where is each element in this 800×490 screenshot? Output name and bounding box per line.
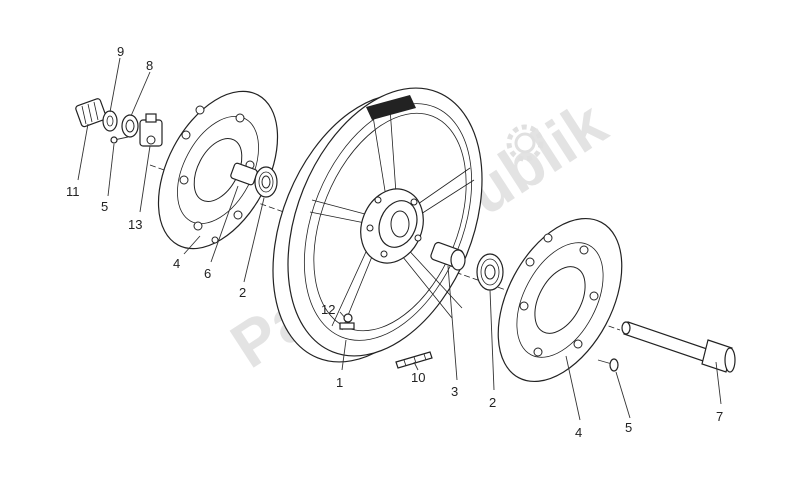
callout-labels: 9 8 11 5 13 4 6 2 12 1 10 3 2 4 5 7	[66, 44, 723, 440]
callout-5-left: 5	[101, 199, 108, 214]
callout-8: 8	[146, 58, 153, 73]
callout-4-left: 4	[173, 256, 180, 271]
screw-5-right	[597, 358, 619, 372]
callout-1: 1	[336, 375, 343, 390]
valve-12	[339, 311, 355, 330]
spacer-3	[430, 241, 466, 271]
sensor-13	[139, 113, 163, 147]
axle-7	[621, 321, 736, 373]
callout-9: 9	[117, 44, 124, 59]
bearing-2-right	[476, 253, 504, 291]
callout-12: 12	[321, 302, 335, 317]
callout-3: 3	[451, 384, 458, 399]
callout-4-right: 4	[575, 425, 582, 440]
callout-11: 11	[66, 184, 80, 199]
wheel-hub	[360, 188, 424, 264]
watermark-gear-icon	[506, 124, 544, 162]
nut-11	[75, 98, 107, 128]
rim-decal	[366, 95, 416, 120]
callout-7: 7	[716, 409, 723, 424]
callout-2-left: 2	[239, 285, 246, 300]
washer-8	[121, 114, 139, 138]
callout-6: 6	[204, 266, 211, 281]
spacer-9	[102, 110, 118, 132]
callout-10: 10	[411, 370, 425, 385]
bearing-2-left	[254, 166, 278, 198]
callout-2-right: 2	[489, 395, 496, 410]
leader-lines	[77, 57, 722, 421]
callout-5-right: 5	[625, 420, 632, 435]
cast-wheel	[272, 87, 483, 363]
callout-13: 13	[128, 217, 142, 232]
screw-5-left	[110, 136, 129, 144]
right-brake-disc	[497, 217, 623, 383]
balance-weight-10	[395, 351, 433, 369]
